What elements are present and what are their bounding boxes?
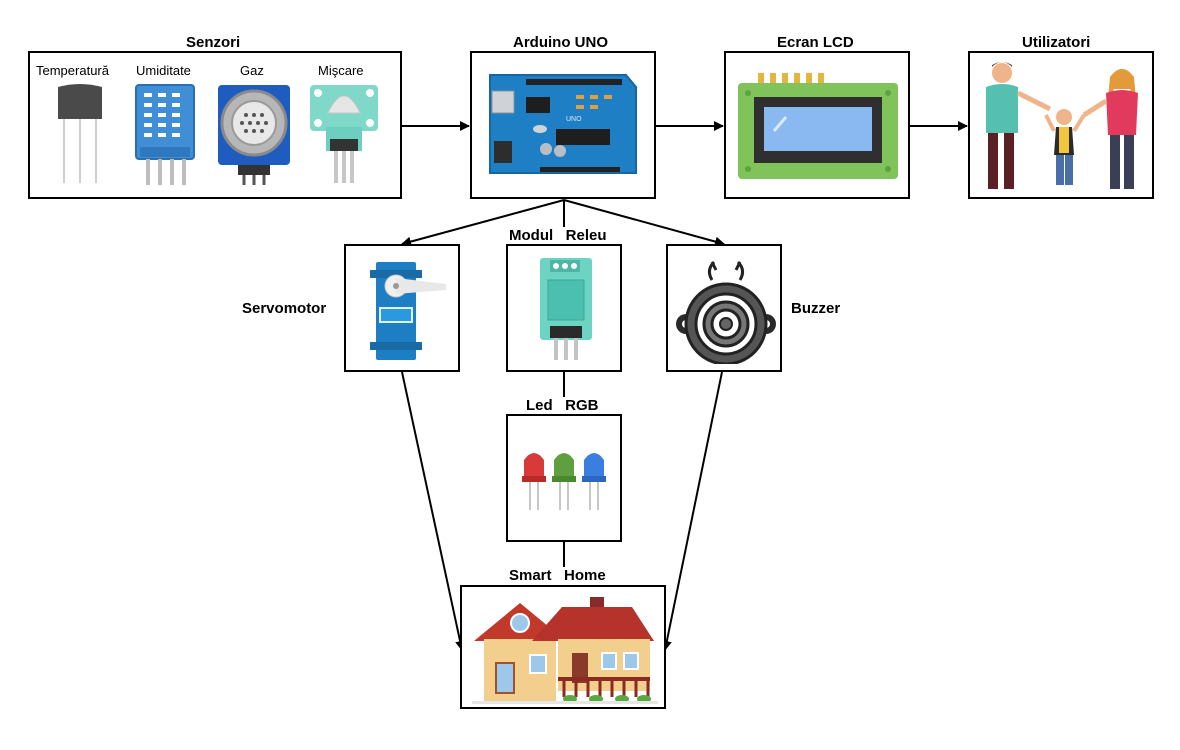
sensor-label-miscare: Mişcare [318,63,364,78]
buzzer-label: Buzzer [791,300,841,317]
family-users-icon [986,62,1138,189]
releu-title: Modul Releu [507,227,609,245]
temperature-sensor-icon [58,84,102,183]
buzzer-icon [676,260,776,364]
sensor-label-umiditate: Umiditate [136,63,191,78]
motion-sensor-icon [310,85,378,183]
arrow-arduino-buzzer [563,199,725,247]
lcd-title: Ecran LCD [775,34,856,52]
svg-text:UNO: UNO [566,116,582,123]
home-box [460,585,666,709]
sensor-label-gaz: Gaz [240,63,264,78]
arrow-arduino-servomotor [401,199,565,247]
smart-house-icon [472,597,658,704]
servomotor-label: Servomotor [242,300,327,317]
lcd-screen-icon [738,73,898,179]
servomotor-box [344,244,460,372]
lcd-box [724,51,910,199]
relay-module-icon [540,258,592,360]
utilizatori-box [968,51,1154,199]
senzori-box: Temperatură Umiditate Gaz Mişcare [28,51,402,199]
buzzer-box [666,244,782,372]
home-title: Smart Home [507,567,608,585]
arrow-servomotor-home [401,371,465,651]
gas-sensor-icon [218,85,290,185]
led-title: Led RGB [524,397,601,415]
led-box [506,414,622,542]
utilizatori-title: Utilizatori [1020,34,1093,52]
humidity-sensor-icon [135,84,195,185]
arrow-buzzer-home [661,371,723,651]
servomotor-icon [370,262,446,360]
releu-box [506,244,622,372]
rgb-led-icon [522,453,606,510]
sensor-label-temperatura: Temperatură [36,63,109,78]
arduino-title: Arduino UNO [511,34,610,52]
arduino-board-icon: UNO [489,74,637,174]
arduino-box: UNO [470,51,656,199]
senzori-title: Senzori [184,34,243,52]
